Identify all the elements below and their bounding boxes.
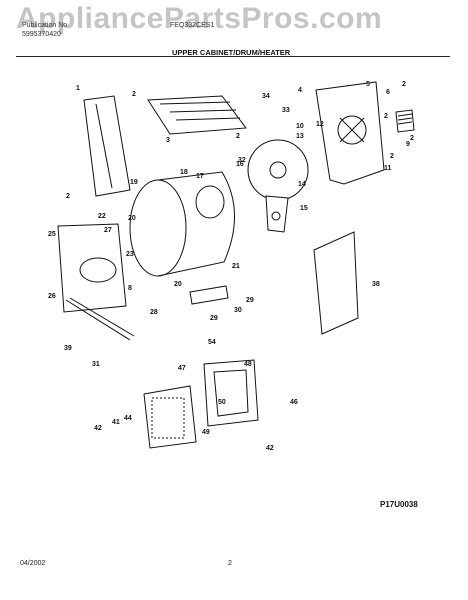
door-panel (143, 385, 197, 449)
part-callout-13: 13 (296, 133, 304, 140)
blower-housing (247, 139, 309, 233)
part-callout-16: 16 (236, 161, 244, 168)
part-callout-6: 6 (386, 89, 390, 96)
top-panel-grille (147, 95, 247, 135)
part-callout-1: 1 (76, 85, 80, 92)
part-callout-30: 30 (234, 307, 242, 314)
part-callout-12: 12 (316, 121, 324, 128)
part-callout-8: 8 (128, 285, 132, 292)
part-callout-31: 31 (92, 361, 100, 368)
callout-labels: 1222222234568910111213141516171819202021… (48, 81, 414, 452)
model-number: FEQ332CES1 (170, 22, 215, 29)
part-callout-33: 33 (282, 107, 290, 114)
front-panel (57, 223, 127, 313)
part-callout-39: 39 (64, 345, 72, 352)
side-panel (83, 95, 131, 197)
part-callout-21: 21 (232, 263, 240, 270)
part-callout-41: 41 (112, 419, 120, 426)
drawing-code: P17U0038 (380, 500, 418, 509)
right-side-panel (313, 231, 359, 335)
vent-grille (395, 109, 415, 133)
publication-label: Publication No (22, 22, 68, 29)
part-callout-5: 5 (366, 81, 370, 88)
part-callout-11: 11 (384, 165, 392, 172)
part-callout-42: 42 (94, 425, 102, 432)
rear-bulkhead (315, 81, 385, 185)
part-callout-50: 50 (218, 399, 226, 406)
part-callout-20: 20 (128, 215, 136, 222)
footer-date: 04/2002 (20, 560, 46, 567)
part-callout-46: 46 (290, 399, 298, 406)
part-callout-26: 26 (48, 293, 56, 300)
part-callout-38: 38 (372, 281, 380, 288)
part-callout-29: 29 (246, 297, 254, 304)
part-callout-3: 3 (166, 137, 170, 144)
part-callout-25: 25 (48, 231, 56, 238)
part-callout-29: 29 (210, 315, 218, 322)
part-callout-2: 2 (66, 193, 70, 200)
watermark: AppliancePartsPros.com (16, 2, 383, 35)
heater-assembly (189, 285, 229, 305)
part-callout-23: 23 (126, 251, 134, 258)
front-bottom-strip (65, 297, 135, 341)
part-callout-9: 9 (406, 141, 410, 148)
part-callout-15: 15 (300, 205, 308, 212)
part-callout-2: 2 (132, 91, 136, 98)
door-frame (203, 359, 259, 427)
header-rule (16, 56, 450, 57)
part-callout-28: 28 (150, 309, 158, 316)
part-callout-14: 14 (298, 181, 306, 188)
part-callout-27: 27 (104, 227, 112, 234)
part-callout-49: 49 (202, 429, 210, 436)
part-callout-2: 2 (402, 81, 406, 88)
part-callout-54: 54 (208, 339, 216, 346)
part-callout-22: 22 (98, 213, 106, 220)
part-callout-44: 44 (124, 415, 132, 422)
section-title: UPPER CABINET/DRUM/HEATER (172, 48, 291, 57)
part-callout-20: 20 (174, 281, 182, 288)
part-callout-4: 4 (298, 87, 302, 94)
part-callout-2: 2 (384, 113, 388, 120)
footer-page-number: 2 (228, 560, 232, 567)
drum (129, 171, 235, 277)
part-callout-32: 32 (238, 157, 246, 164)
part-callout-48: 48 (244, 361, 252, 368)
part-callout-10: 10 (296, 123, 304, 130)
part-callout-17: 17 (196, 173, 204, 180)
part-callout-2: 2 (236, 133, 240, 140)
part-callout-34: 34 (262, 93, 270, 100)
part-callout-2: 2 (390, 153, 394, 160)
part-callout-42: 42 (266, 445, 274, 452)
part-callout-47: 47 (178, 365, 186, 372)
part-callout-2: 2 (410, 135, 414, 142)
part-callout-18: 18 (180, 169, 188, 176)
publication-number: 5995370420 (22, 31, 61, 38)
part-callout-19: 19 (130, 179, 138, 186)
